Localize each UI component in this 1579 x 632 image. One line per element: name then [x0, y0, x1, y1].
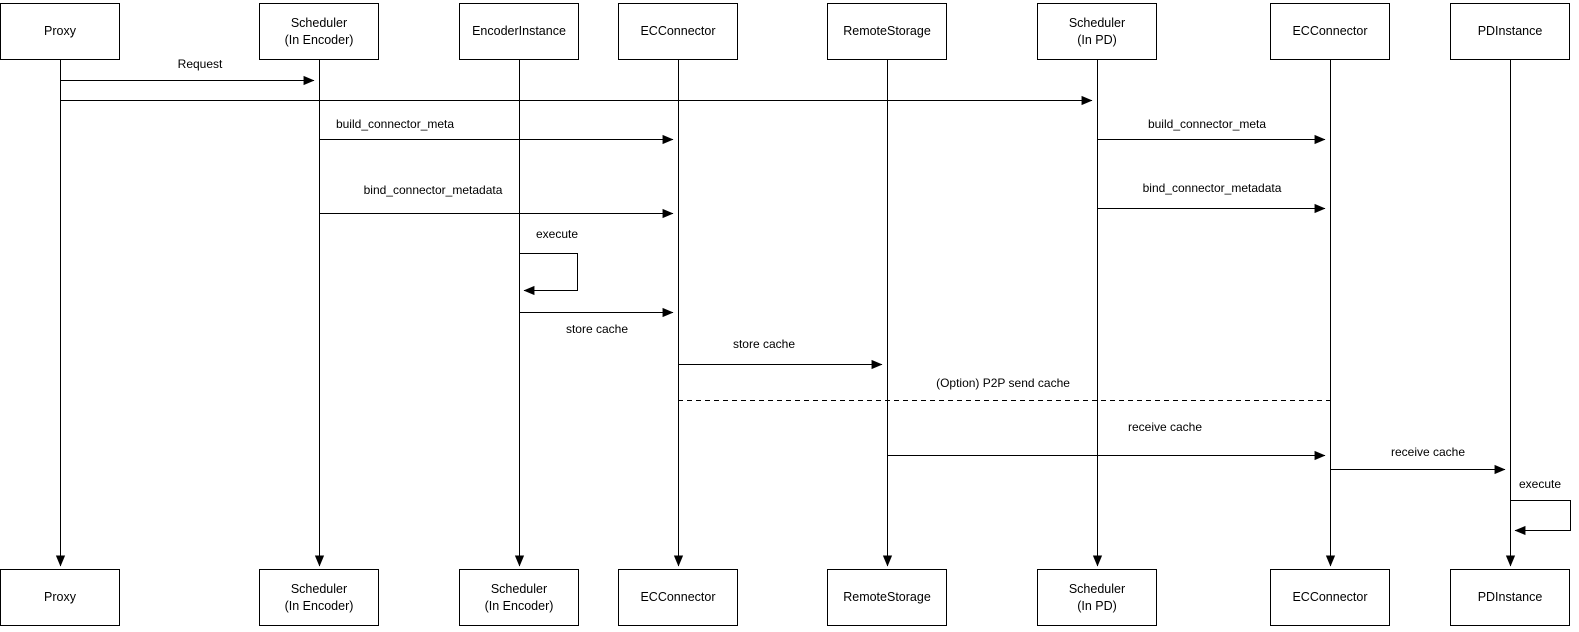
message-loop-execute-encoder: [519, 253, 578, 296]
message-loop-execute-pd: [1510, 500, 1571, 536]
message-label-store-cache-encoder: store cache: [563, 322, 631, 336]
actor-top-remote-storage: RemoteStorage: [827, 3, 947, 60]
message-label-p2p-send-cache: (Option) P2P send cache: [934, 376, 1072, 390]
message-label-receive-cache-ec: receive cache: [1125, 420, 1205, 434]
actor-bottom-scheduler-encoder-2: Scheduler (In Encoder): [459, 569, 579, 626]
actor-bottom-pd-instance: PDInstance: [1450, 569, 1570, 626]
message-label-execute-encoder: execute: [533, 227, 581, 241]
message-label-bind-connector-metadata-right: bind_connector_metadata: [1140, 181, 1284, 195]
message-label-receive-cache-pd: receive cache: [1388, 445, 1468, 459]
actor-top-ecconnector-right: ECConnector: [1270, 3, 1390, 60]
actor-bottom-ecconnector-right: ECConnector: [1270, 569, 1390, 626]
actor-bottom-ecconnector-left: ECConnector: [618, 569, 738, 626]
actor-top-proxy: Proxy: [0, 3, 120, 60]
actor-top-scheduler-encoder: Scheduler (In Encoder): [259, 3, 379, 60]
actor-bottom-scheduler-encoder: Scheduler (In Encoder): [259, 569, 379, 626]
message-label-execute-pd: execute: [1516, 477, 1564, 491]
message-label-build-connector-meta-left: build_connector_meta: [333, 117, 457, 131]
actor-top-encoder-instance: EncoderInstance: [459, 3, 579, 60]
actor-bottom-proxy: Proxy: [0, 569, 120, 626]
message-label-build-connector-meta-right: build_connector_meta: [1145, 117, 1269, 131]
message-label-request: Request: [175, 57, 225, 71]
message-label-store-cache-remote: store cache: [730, 337, 798, 351]
message-label-bind-connector-metadata-left: bind_connector_metadata: [361, 183, 505, 197]
actor-top-ecconnector-left: ECConnector: [618, 3, 738, 60]
actor-top-scheduler-pd: Scheduler (In PD): [1037, 3, 1157, 60]
actor-top-pd-instance: PDInstance: [1450, 3, 1570, 60]
actor-bottom-scheduler-pd: Scheduler (In PD): [1037, 569, 1157, 626]
actor-bottom-remote-storage: RemoteStorage: [827, 569, 947, 626]
